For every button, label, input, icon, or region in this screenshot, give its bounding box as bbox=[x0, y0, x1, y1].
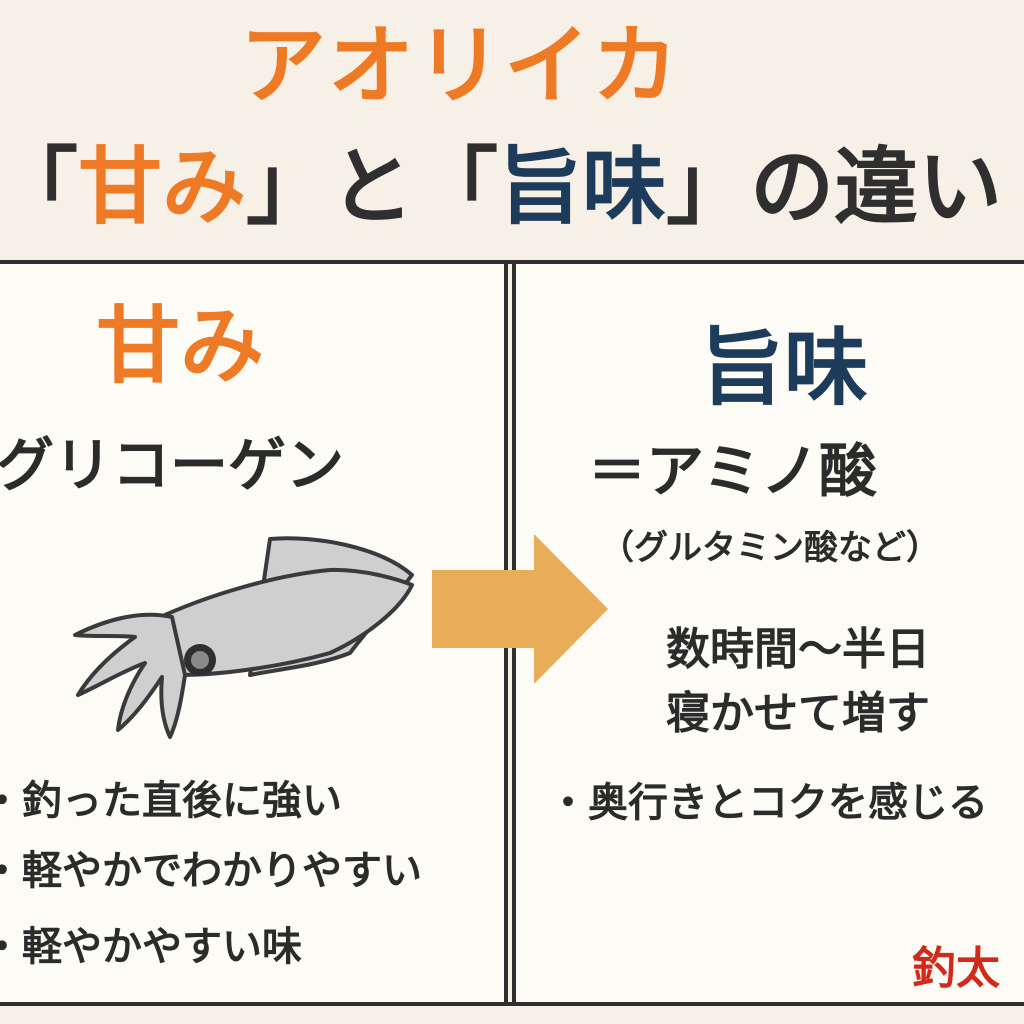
umami-point: ・奥行きとコクを感じる bbox=[548, 780, 988, 826]
title-sweet: 甘み bbox=[78, 138, 247, 236]
umami-panel bbox=[512, 264, 1024, 1004]
bracket-close: 」 bbox=[666, 138, 751, 236]
title-umami: 旨味 bbox=[498, 138, 667, 236]
sweetness-point-2: ・軽やかでわかりやすい bbox=[0, 848, 422, 894]
glycogen-label: グリコーゲン bbox=[0, 431, 345, 499]
title-line-1: アオリイカ bbox=[240, 16, 680, 116]
title-to: と bbox=[330, 138, 415, 236]
sweetness-heading: 甘み bbox=[96, 297, 265, 395]
bracket-open: 「 bbox=[0, 138, 79, 236]
bracket-close: 」 bbox=[246, 138, 331, 236]
squid-icon bbox=[73, 536, 414, 739]
sweetness-point-1: ・釣った直後に強い bbox=[0, 778, 342, 824]
amino-acid-label: ＝アミノ酸 bbox=[588, 437, 877, 505]
sweetness-point-3: ・軽やかやすい味 bbox=[0, 924, 302, 970]
title-line-2: 「甘み」と「旨味」の違い bbox=[0, 132, 1024, 242]
bottom-divider bbox=[0, 1002, 1024, 1006]
signature: 釣太 bbox=[912, 943, 1000, 994]
aging-line-1: 数時間～半日 bbox=[666, 624, 930, 675]
umami-heading: 旨味 bbox=[700, 319, 869, 417]
bracket-open: 「 bbox=[414, 138, 499, 236]
glutamic-acid-note: （グルタミン酸など） bbox=[600, 528, 940, 568]
right-arrow-icon bbox=[432, 534, 608, 684]
header-divider bbox=[0, 260, 1024, 264]
title-no-difference: の違い bbox=[750, 138, 1003, 236]
aging-line-2: 寝かせて増す bbox=[666, 688, 930, 739]
